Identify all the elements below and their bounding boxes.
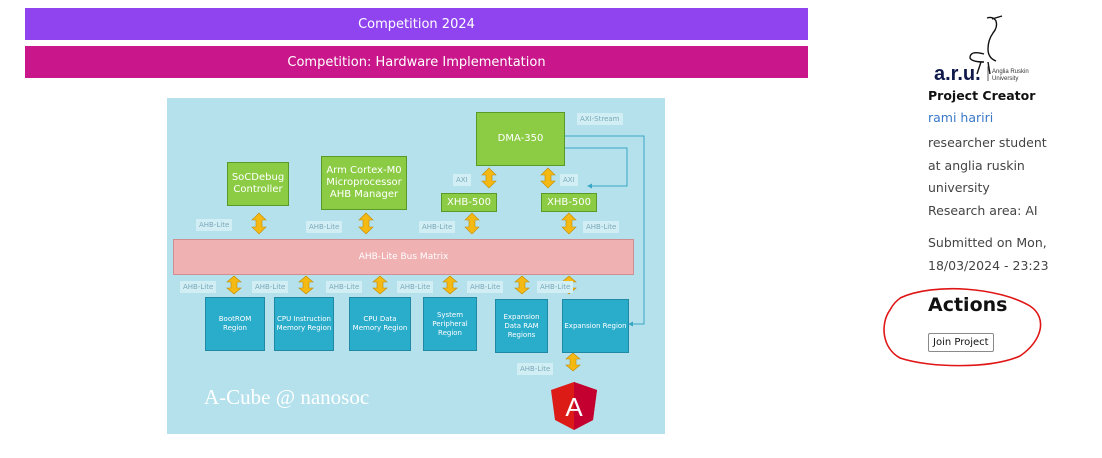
ahb-lite-tag: AHB-Lite: [326, 281, 363, 293]
ahb-lite-bus-matrix: AHB-Lite Bus Matrix: [173, 239, 634, 275]
submitted-date: Submitted on Mon, 18/03/2024 - 23:23: [928, 235, 1049, 273]
axi-stream-tag: AXI-Stream: [577, 113, 623, 125]
axi-tag-left: AXI: [453, 174, 471, 186]
system-peripheral-region-block: System Peripheral Region: [423, 297, 477, 351]
competition-year-banner[interactable]: Competition 2024: [25, 8, 808, 40]
ahb-lite-tag: AHB-Lite: [397, 281, 434, 293]
red-annotation-circle: [883, 287, 1042, 367]
xhb-500-right-label: XHB-500: [547, 196, 591, 208]
competition-category-label: Competition: Hardware Implementation: [287, 54, 546, 70]
creator-profile-link[interactable]: rami hariri: [928, 110, 994, 125]
socdebug-label: SoCDebug Controller: [231, 172, 285, 195]
research-area: Research area: AI: [928, 202, 1038, 218]
xhb-500-right-block: XHB-500: [541, 193, 597, 212]
cpu-instruction-region-label: CPU Instruction Memory Region: [276, 315, 332, 332]
ahb-lite-tag: AHB-Lite: [252, 281, 289, 293]
join-project-button[interactable]: Join Project: [928, 333, 994, 352]
project-creator-heading: Project Creator: [928, 88, 1036, 103]
ahb-lite-tag: AHB-Lite: [517, 363, 554, 375]
aru-logo: a.r.u. Anglia Ruskin University: [926, 14, 1056, 86]
cpu-data-region-label: CPU Data Memory Region: [352, 315, 408, 332]
diagram-connectors: [226, 135, 645, 372]
competition-category-banner[interactable]: Competition: Hardware Implementation: [25, 46, 808, 78]
cortex-m0-block: Arm Cortex-M0 Microprocessor AHB Manager: [321, 156, 407, 210]
angular-logo-letter: A: [565, 392, 583, 422]
ahb-lite-tag: AHB-Lite: [196, 219, 233, 231]
competition-year-label: Competition 2024: [358, 16, 475, 32]
bootrom-region-label: BootROM Region: [218, 315, 252, 332]
xhb-500-left-label: XHB-500: [447, 196, 491, 208]
dma-350-block: DMA-350: [476, 112, 565, 166]
system-peripheral-region-label: System Peripheral Region: [432, 310, 468, 337]
angular-logo-icon: A: [551, 382, 597, 430]
ahb-lite-tag: AHB-Lite: [180, 281, 217, 293]
ahb-lite-tag: AHB-Lite: [467, 281, 504, 293]
bootrom-region-block: BootROM Region: [205, 297, 265, 351]
ahb-lite-tag: AHB-Lite: [537, 281, 574, 293]
dma-350-label: DMA-350: [497, 133, 544, 144]
heron-logo-icon: a.r.u. Anglia Ruskin University: [934, 15, 1029, 85]
cortex-m0-label: Arm Cortex-M0 Microprocessor AHB Manager: [326, 165, 402, 200]
ahb-lite-tag: AHB-Lite: [583, 221, 620, 233]
ahb-lite-tag: AHB-Lite: [419, 221, 456, 233]
expansion-data-ram-label: Expansion Data RAM Regions: [503, 312, 540, 339]
cpu-instruction-region-block: CPU Instruction Memory Region: [274, 297, 334, 351]
aru-subtitle-line1: Anglia Ruskin: [992, 69, 1029, 75]
architecture-diagram-image: DMA-350 SoCDebug Controller Arm Cortex-M…: [167, 98, 665, 434]
diagram-caption: A-Cube @ nanosoc: [204, 385, 370, 409]
actions-heading: Actions: [928, 294, 1008, 316]
expansion-region-block: Expansion Region: [562, 299, 629, 353]
aru-wordmark: a.r.u.: [934, 63, 981, 85]
expansion-region-label: Expansion Region: [564, 321, 627, 330]
bus-matrix-label: AHB-Lite Bus Matrix: [358, 252, 449, 262]
socdebug-block: SoCDebug Controller: [227, 162, 289, 206]
expansion-data-ram-block: Expansion Data RAM Regions: [495, 299, 548, 353]
xhb-500-left-block: XHB-500: [441, 193, 497, 212]
cpu-data-region-block: CPU Data Memory Region: [349, 297, 411, 351]
creator-info: researcher student at anglia ruskin univ…: [928, 132, 1058, 222]
creator-bio: researcher student at anglia ruskin univ…: [928, 135, 1047, 195]
axi-tag-right: AXI: [560, 174, 578, 186]
aru-subtitle-line2: University: [992, 76, 1018, 82]
ahb-lite-tag: AHB-Lite: [306, 221, 343, 233]
